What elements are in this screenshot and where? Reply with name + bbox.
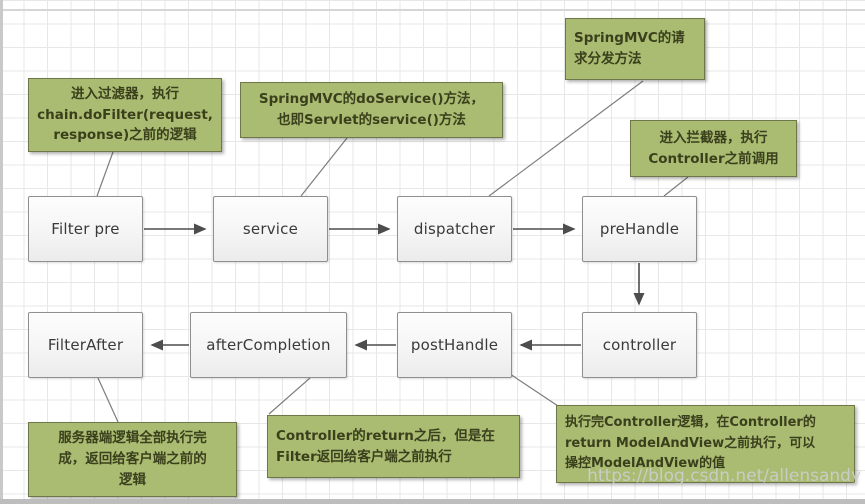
note-filterafter: 服务器端逻辑全部执行完 成，返回给客户端之前的 逻辑 [28, 422, 237, 497]
note-filter-pre: 进入过滤器，执行 chain.doFilter(request, respons… [28, 78, 222, 152]
node-posthandle: postHandle [397, 312, 512, 378]
node-prehandle: preHandle [582, 196, 697, 262]
top-edge-line [0, 9, 865, 11]
node-filterafter: FilterAfter [28, 312, 143, 378]
node-service: service [213, 196, 328, 262]
note-posthandle: 执行完Controller逻辑，在Controller的 return Mode… [556, 405, 855, 483]
node-aftercompletion: afterCompletion [190, 312, 347, 378]
note-leader-lines [96, 80, 689, 423]
node-dispatcher: dispatcher [397, 196, 512, 262]
note-dispatcher: SpringMVC的请 求分发方法 [565, 18, 705, 80]
node-filter-pre: Filter pre [28, 196, 143, 262]
note-prehandle: 进入拦截器，执行 Controller之前调用 [630, 120, 797, 177]
left-edge-shade [0, 0, 3, 504]
node-controller: controller [582, 312, 697, 378]
flow-arrows [144, 223, 645, 351]
csdn-watermark: https://blog.csdn.net/allensandy [587, 466, 861, 486]
note-service: SpringMVC的doService()方法， 也即Servlet的servi… [240, 82, 503, 138]
bottom-edge-shade [0, 499, 865, 504]
note-aftercompletion: Controller的return之后，但是在 Filter返回给客户端之前执行 [267, 415, 520, 478]
